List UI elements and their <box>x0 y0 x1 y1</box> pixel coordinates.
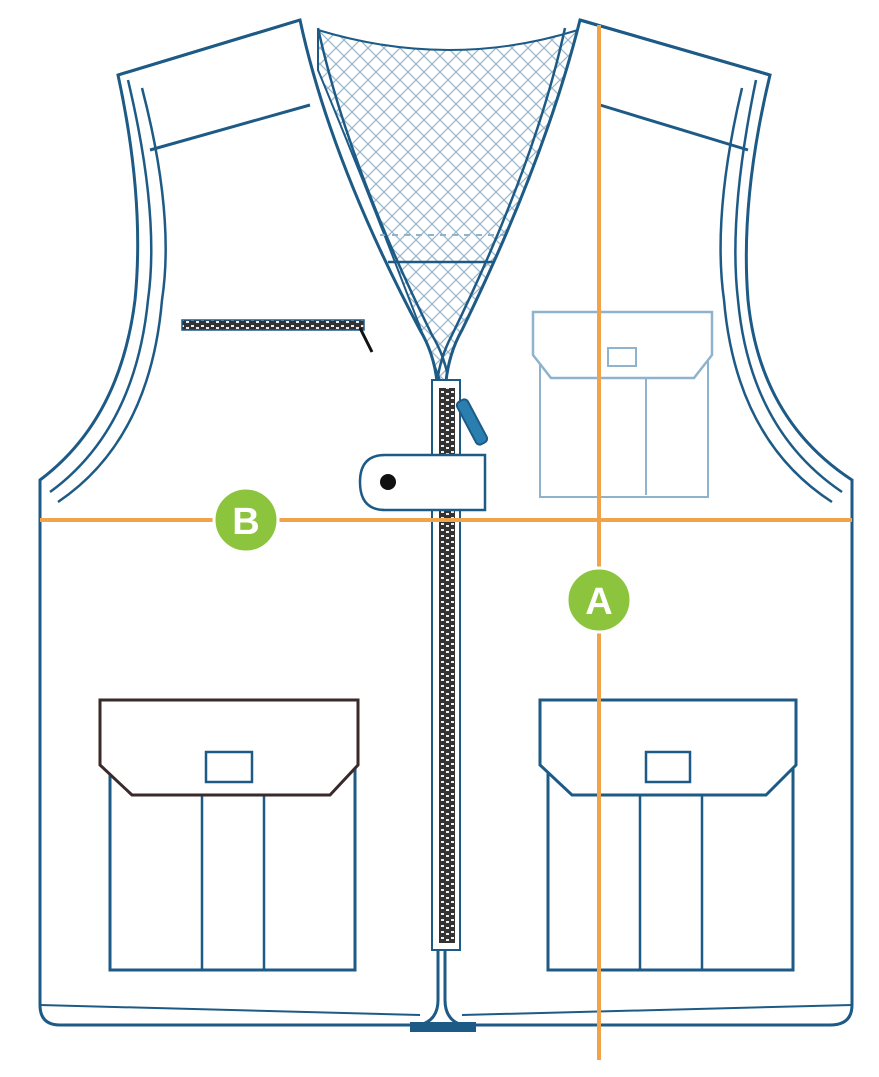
hem-binding-right <box>461 1004 853 1016</box>
measurement-badge-a: A <box>565 566 633 634</box>
right-front-binding <box>434 27 567 401</box>
measurement-badge-b: B <box>212 486 280 554</box>
right-lower-pocket[interactable] <box>538 698 798 972</box>
zipper-pull[interactable] <box>455 398 489 446</box>
right-armhole-binding <box>734 79 843 494</box>
badge-b-label: B <box>232 501 259 543</box>
right-armhole-binding-inner <box>719 87 833 504</box>
right-shoulder-top <box>579 18 771 77</box>
right-shoulder-yoke <box>599 103 749 152</box>
chest-tab[interactable] <box>358 453 487 512</box>
left-shoulder-top <box>117 18 301 77</box>
left-lower-pocket[interactable] <box>98 698 360 972</box>
left-chest-zip-pocket[interactable] <box>181 319 365 331</box>
badge-a-label: A <box>585 581 612 623</box>
hem-binding-left <box>39 1004 421 1016</box>
right-chest-pocket[interactable] <box>531 310 714 498</box>
left-armhole-binding <box>49 79 153 494</box>
center-zipper-teeth <box>439 388 455 943</box>
bottom-back-binding <box>410 1022 476 1032</box>
left-armhole-binding-inner <box>57 87 167 504</box>
snap-button[interactable] <box>380 474 396 490</box>
left-shoulder-yoke <box>149 103 311 152</box>
left-chest-zip-pull <box>358 327 374 353</box>
